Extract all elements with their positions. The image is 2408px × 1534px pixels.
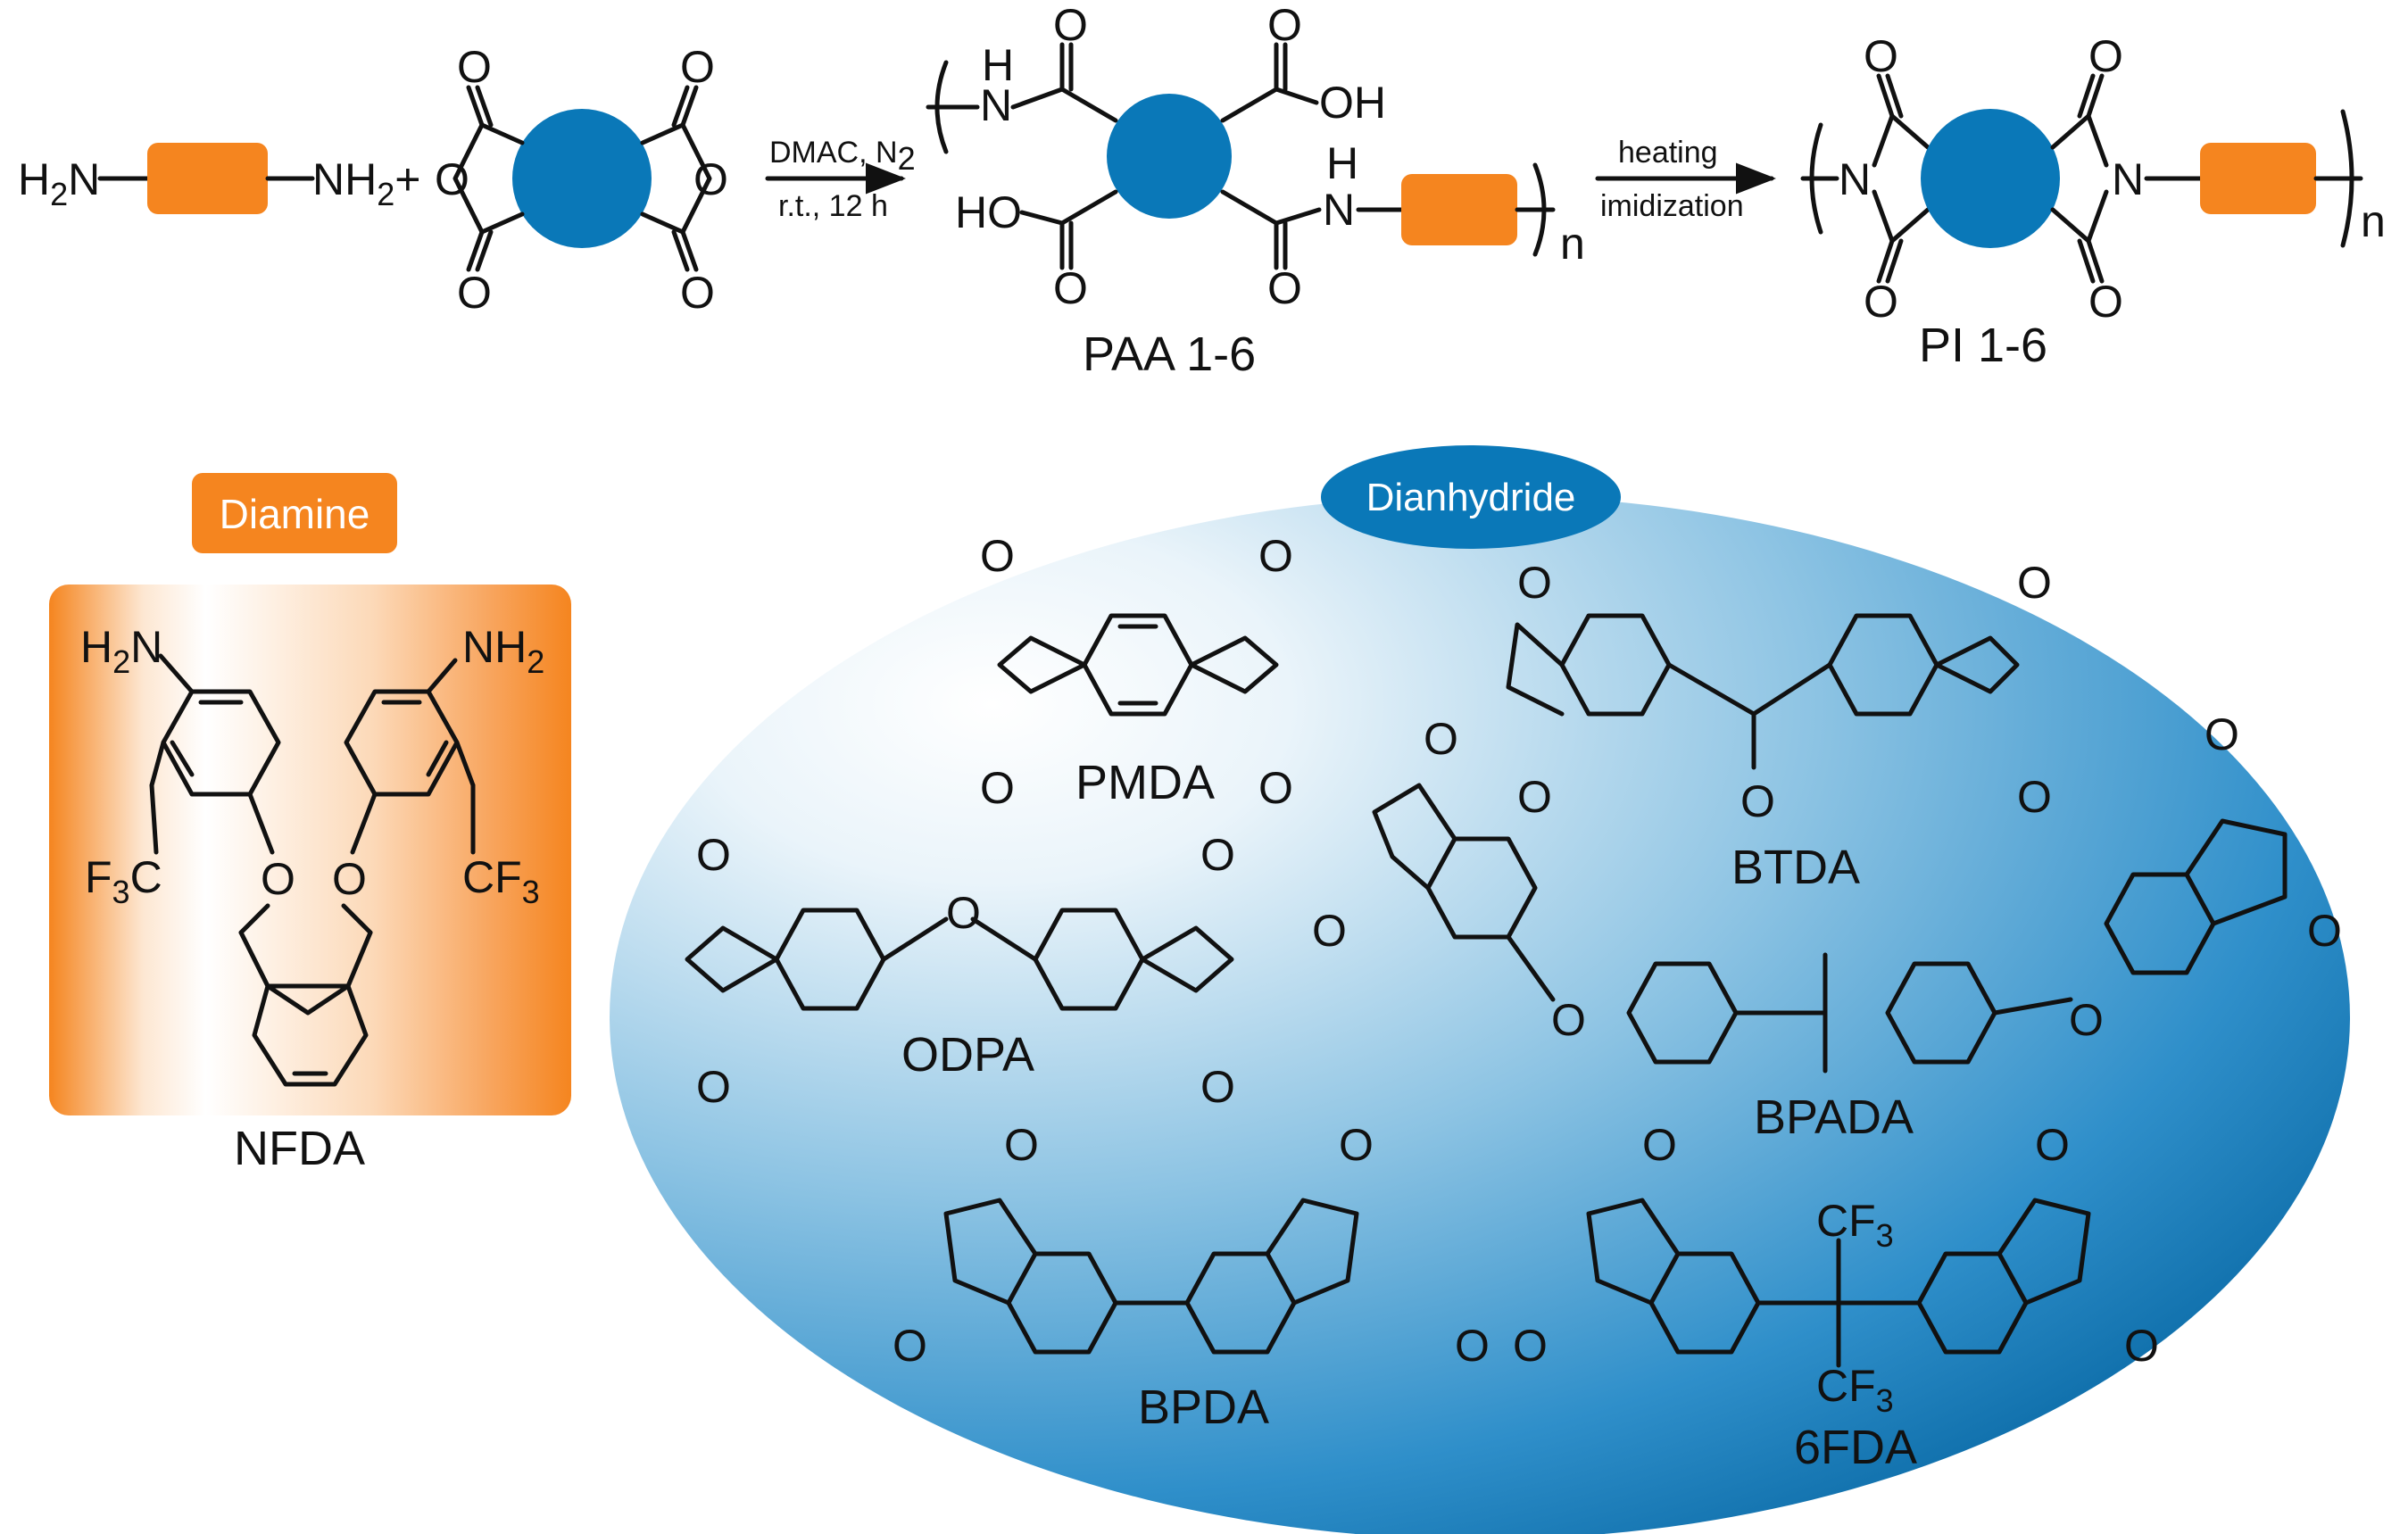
dianhydride-badge-label: Dianhydride <box>1366 476 1576 519</box>
svg-text:O: O <box>1864 277 1898 327</box>
6fda-label: 6FDA <box>1794 1421 1917 1474</box>
svg-text:O: O <box>1004 1120 1039 1170</box>
svg-text:O: O <box>2035 1120 2070 1170</box>
diamine-block <box>147 143 268 214</box>
svg-text:O: O <box>1513 1321 1548 1371</box>
pi-structure: N O O O O N n PI 1-6 <box>1800 31 2386 372</box>
carbonyl-o: O <box>680 42 715 92</box>
step2-conditions-2: imidization <box>1600 189 1744 223</box>
carbonyl-o: O <box>457 268 492 318</box>
svg-text:HO: HO <box>955 187 1022 237</box>
svg-text:O: O <box>2017 558 2052 608</box>
step1-conditions-1: DMAC, N2 <box>769 136 916 177</box>
paa-dianhydride-core <box>1107 94 1232 219</box>
svg-text:n: n <box>1560 219 1585 269</box>
dianhydride-ellipse <box>610 495 2350 1534</box>
svg-text:H: H <box>982 40 1014 90</box>
svg-text:O: O <box>2088 277 2123 327</box>
svg-text:O: O <box>2088 31 2123 81</box>
svg-text:O: O <box>1517 772 1552 822</box>
anhydride-o: O <box>693 154 728 204</box>
svg-text:n: n <box>2361 196 2386 246</box>
svg-text:O: O <box>1455 1321 1490 1371</box>
dianhydride-reactant: O O O O O O <box>435 42 728 318</box>
pi-dianhydride-core <box>1921 109 2060 248</box>
reactant-nh2-label: NH2+ <box>312 154 420 212</box>
odpa-label: ODPA <box>901 1028 1034 1082</box>
svg-text:O: O <box>980 763 1015 813</box>
step1-conditions-2: r.t., 12 h <box>778 189 888 223</box>
bpada-label: BPADA <box>1754 1090 1914 1144</box>
svg-text:OH: OH <box>1319 78 1386 128</box>
svg-text:O: O <box>1053 0 1088 50</box>
carbonyl-o: O <box>680 268 715 318</box>
svg-text:O: O <box>1312 906 1347 956</box>
svg-text:O: O <box>2069 995 2104 1045</box>
svg-text:O: O <box>1642 1120 1677 1170</box>
svg-text:O: O <box>1740 776 1775 826</box>
svg-text:O: O <box>696 1062 731 1112</box>
svg-text:O: O <box>2124 1321 2159 1371</box>
carbonyl-o: O <box>457 42 492 92</box>
nfda-structure: H2N F3C O NH2 CF3 O <box>80 622 544 1087</box>
svg-text:O: O <box>1258 763 1293 813</box>
svg-text:O: O <box>946 888 981 938</box>
svg-text:N: N <box>1839 154 1871 204</box>
dianhydride-core <box>512 109 652 248</box>
reactant-h2n-label: H2N <box>18 154 100 212</box>
pmda-label: PMDA <box>1075 756 1215 809</box>
pi-diamine-block <box>2200 143 2316 214</box>
odpa-structure: O O O O O ODPA <box>685 830 1235 1112</box>
pi-label: PI 1-6 <box>1919 319 2047 372</box>
svg-text:O: O <box>1551 995 1586 1045</box>
diamine-badge <box>192 473 397 553</box>
bpda-structure: O O O O BPDA <box>893 1120 1490 1434</box>
diamine-panel: Diamine H2N F3C O NH2 CF3 O <box>49 473 571 1175</box>
nfda-h2n: H2N <box>80 622 162 680</box>
bpada-structure: O O O O O O BPADA <box>1312 709 2342 1144</box>
svg-text:O: O <box>1864 31 1898 81</box>
btda-structure: O O O O O BTDA <box>1506 558 2052 894</box>
pmda-structure: O O O O PMDA <box>980 531 1293 813</box>
svg-text:O: O <box>980 531 1015 581</box>
svg-text:O: O <box>2017 772 2052 822</box>
step2-conditions-1: heating <box>1618 136 1718 170</box>
svg-text:O: O <box>1424 714 1458 764</box>
svg-text:O: O <box>1267 0 1302 50</box>
paa-diamine-block <box>1401 174 1517 245</box>
nfda-label: NFDA <box>234 1122 365 1175</box>
svg-text:O: O <box>1267 263 1302 313</box>
diamine-badge-label: Diamine <box>220 491 370 537</box>
reaction-row: H2N NH2+ O O O O O O DM <box>18 0 2386 381</box>
bpda-label: BPDA <box>1138 1381 1269 1434</box>
svg-text:O: O <box>1258 531 1293 581</box>
anhydride-o: O <box>435 154 469 204</box>
svg-text:N: N <box>2112 154 2144 204</box>
svg-text:O: O <box>893 1321 927 1371</box>
svg-text:O: O <box>332 854 367 904</box>
svg-text:O: O <box>1200 1062 1235 1112</box>
svg-text:N: N <box>980 80 1012 130</box>
svg-text:O: O <box>2307 906 2342 956</box>
dianhydride-badge <box>1321 445 1621 549</box>
svg-text:O: O <box>2205 709 2239 759</box>
paa-structure: H N O O OH O HO O H N <box>926 0 1585 381</box>
dianhydride-panel: Dianhydride O O O O PMDA O O O O <box>610 445 2350 1534</box>
svg-text:O: O <box>1200 830 1235 880</box>
svg-text:N: N <box>1323 185 1355 235</box>
svg-text:O: O <box>1053 263 1088 313</box>
svg-text:O: O <box>1339 1120 1374 1170</box>
svg-text:O: O <box>261 854 295 904</box>
paa-label: PAA 1-6 <box>1083 328 1256 381</box>
btda-label: BTDA <box>1731 841 1860 894</box>
svg-text:H: H <box>1326 138 1358 188</box>
svg-text:O: O <box>696 830 731 880</box>
svg-text:O: O <box>1517 558 1552 608</box>
